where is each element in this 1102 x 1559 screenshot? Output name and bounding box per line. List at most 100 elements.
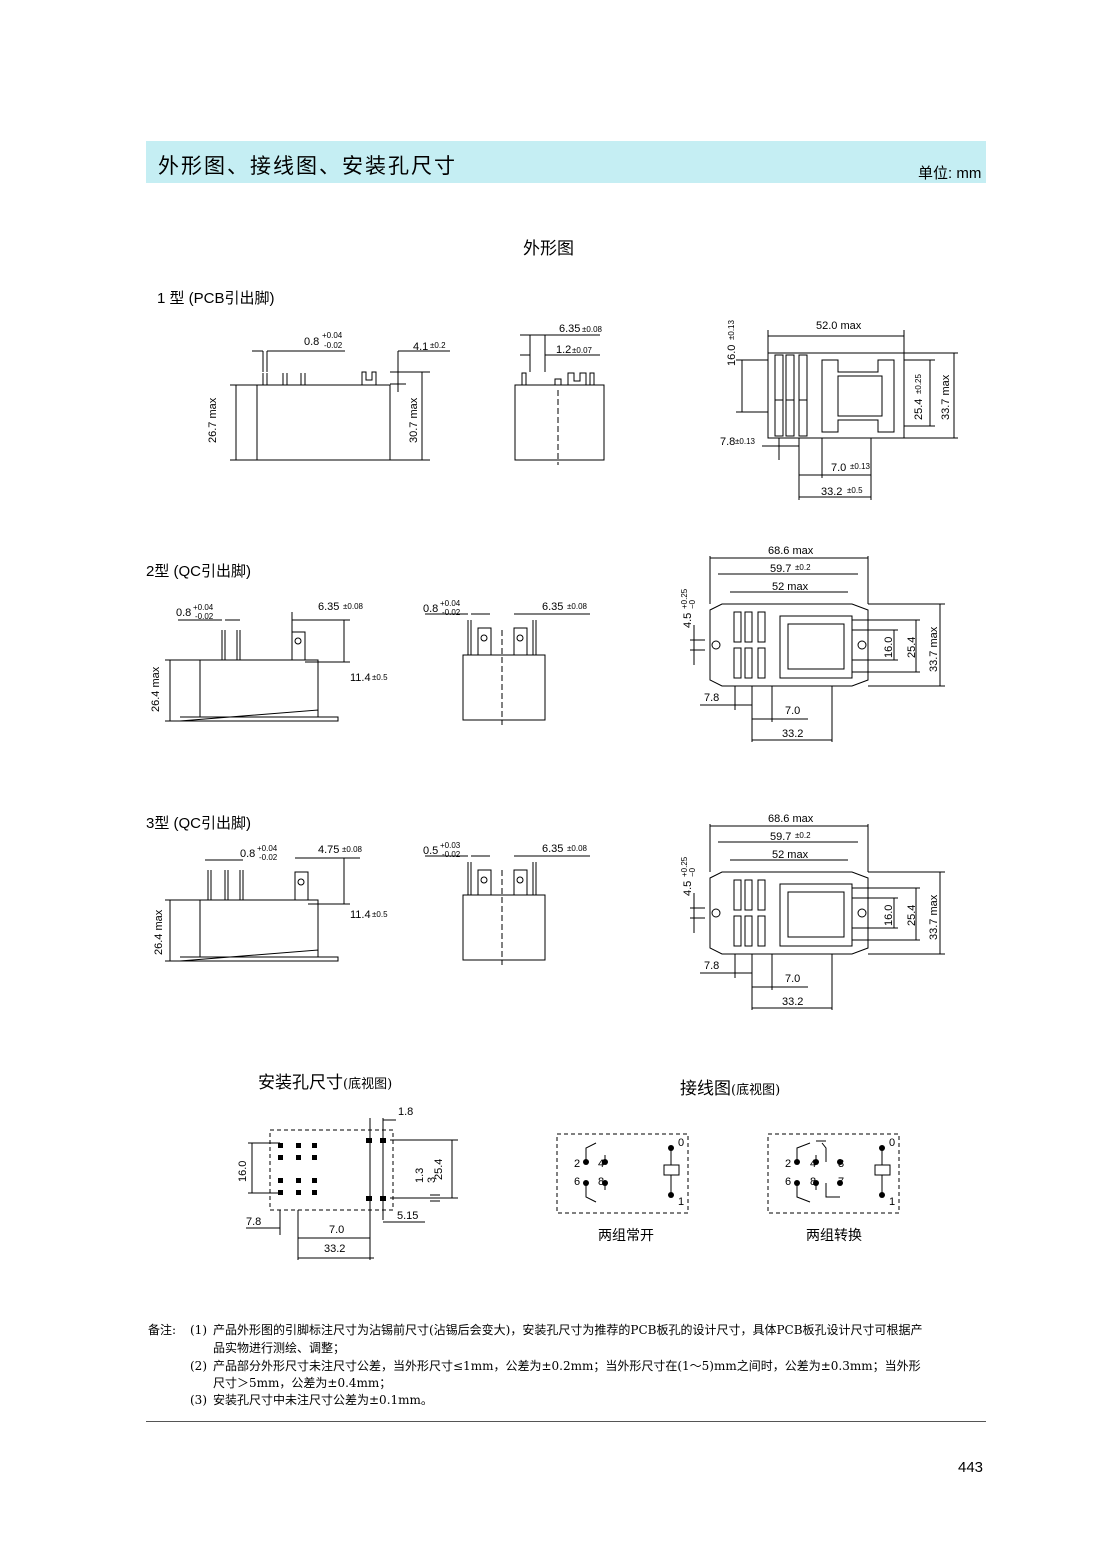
note-2-num: (2) — [190, 1359, 207, 1373]
t3-d114-tol: ±0.5 — [372, 910, 388, 919]
w1-pin4: 4 — [598, 1158, 605, 1170]
t2-d160: 16.0 — [883, 636, 895, 658]
m-d18: 1.8 — [398, 1106, 414, 1118]
t2-d45-tol-minus: −0 — [688, 599, 697, 609]
wiring-caption-no: 两组常开 — [598, 1228, 654, 1244]
t2-d635-tol: ±0.08 — [343, 602, 363, 611]
m-d3: 3 — [426, 1176, 438, 1183]
t2-front-tol-plus: +0.04 — [440, 599, 461, 608]
t3-w52: 52 max — [772, 849, 809, 861]
m-d78: 7.8 — [246, 1216, 262, 1228]
t3-d254: 25.4 — [906, 904, 918, 926]
footer-rule — [146, 1421, 986, 1422]
w2-pin3: 3 — [838, 1158, 845, 1170]
t1-pinw: 0.8 — [304, 336, 320, 348]
mounting-title: 安装孔尺寸(底视图) — [258, 1073, 393, 1092]
w2-pin1: 1 — [889, 1196, 896, 1208]
note-3-num: (3) — [190, 1393, 207, 1407]
t1-pin-tol-minus: -0.02 — [324, 341, 343, 350]
note-1-line2: 品实物进行测绘、调整； — [213, 1341, 346, 1355]
t3-d597-tol: ±0.2 — [795, 831, 811, 840]
t3-front-tol-plus: +0.03 — [440, 841, 461, 850]
t3-h337: 33.7 max — [928, 894, 940, 940]
t1-h337: 33.7 max — [940, 374, 952, 420]
w1-pin1: 1 — [678, 1196, 685, 1208]
t3-h264: 26.4 max — [153, 909, 165, 955]
t1-pin-tol-plus: +0.04 — [322, 331, 343, 340]
type2-label: 2型 (QC引出脚) — [146, 563, 252, 580]
w1-pin2: 2 — [574, 1158, 581, 1170]
t2-d597: 59.7 — [770, 563, 792, 575]
t1-side-body — [256, 384, 391, 461]
note-3-line1: 安装孔尺寸中未注尺寸公差为±0.1mm。 — [213, 1393, 433, 1407]
t3-d160: 16.0 — [883, 904, 895, 926]
page-title: 外形图、接线图、安装孔尺寸 — [158, 155, 457, 178]
t1-d635: 6.35 — [559, 323, 581, 335]
t1-d41-tol: ±0.2 — [430, 341, 446, 350]
t2-pin-tol-plus: +0.04 — [193, 603, 214, 612]
note-1-num: (1) — [190, 1323, 207, 1337]
t1-d70-tol: ±0.13 — [850, 462, 870, 471]
t2-d254: 25.4 — [906, 636, 918, 658]
m-d13: 1.3 — [414, 1167, 426, 1183]
t3-d70: 7.0 — [785, 973, 801, 985]
t1-d332-tol: ±0.5 — [847, 486, 863, 495]
w1-pin0: 0 — [678, 1137, 685, 1149]
t3-pin-tol-minus: -0.02 — [259, 853, 278, 862]
t1-d41: 4.1 — [413, 341, 429, 353]
t1-d254: 25.4 — [913, 398, 925, 420]
t3-front-d635-tol: ±0.08 — [567, 844, 587, 853]
t1-h267: 26.7 max — [207, 397, 219, 443]
t3-d114: 11.4 — [350, 909, 371, 921]
t1-h307: 30.7 max — [408, 397, 420, 443]
type3-label: 3型 (QC引出脚) — [146, 815, 252, 832]
t2-d114-tol: ±0.5 — [372, 673, 388, 682]
m-d70: 7.0 — [329, 1224, 345, 1236]
t3-d597: 59.7 — [770, 831, 792, 843]
t2-d332: 33.2 — [782, 728, 804, 740]
t3-d475-tol: ±0.08 — [342, 845, 362, 854]
w2-pin0: 0 — [889, 1137, 896, 1149]
note-1-line1: 产品外形图的引脚标注尺寸为沾锡前尺寸(沾锡后会变大)，安装孔尺寸为推荐的PCB板… — [213, 1323, 923, 1337]
t2-front-tol-minus: -0.02 — [442, 608, 461, 617]
t2-h264: 26.4 max — [150, 666, 162, 712]
t1-d160-tol: ±0.13 — [727, 320, 736, 340]
page-number: 443 — [958, 1459, 984, 1476]
w2-pin7: 7 — [838, 1176, 845, 1188]
t2-d70: 7.0 — [785, 705, 801, 717]
wiring-caption-co: 两组转换 — [806, 1228, 862, 1244]
t2-d635: 6.35 — [318, 601, 340, 613]
t2-front-pinw: 0.8 — [423, 603, 439, 615]
t3-d332: 33.2 — [782, 996, 804, 1008]
t2-front-d635-tol: ±0.08 — [567, 602, 587, 611]
t3-w686: 68.6 max — [768, 813, 814, 825]
w2-pin2: 2 — [785, 1158, 792, 1170]
t1-d78-tol: ±0.13 — [735, 437, 755, 446]
t3-front-tol-minus: -0.02 — [442, 850, 461, 859]
note-2-line2: 尺寸＞5mm，公差为±0.4mm； — [213, 1376, 392, 1390]
t1-d332: 33.2 — [821, 486, 843, 498]
unit-label: 单位: mm — [918, 165, 982, 182]
header-bar — [146, 141, 986, 183]
t3-front-pinw: 0.5 — [423, 845, 439, 857]
t2-d114: 11.4 — [350, 672, 371, 684]
t2-front-d635: 6.35 — [542, 601, 564, 613]
w2-pin8: 8 — [810, 1176, 817, 1188]
t2-d45: 4.5 — [682, 612, 694, 628]
t2-pin-tol-minus: -0.02 — [195, 612, 214, 621]
t1-d78: 7.8 — [720, 436, 736, 448]
t3-d45-tol-minus: −0 — [688, 867, 697, 877]
notes-label: 备注: — [148, 1323, 177, 1337]
t1-d254-tol: ±0.25 — [914, 374, 923, 394]
w2-pin6: 6 — [785, 1176, 792, 1188]
t1-d12: 1.2 — [556, 344, 572, 356]
m-d515: 5.15 — [397, 1210, 419, 1222]
t3-pinw: 0.8 — [240, 848, 256, 860]
type1-label: 1 型 (PCB引出脚) — [157, 290, 275, 307]
t1-d635-tol: ±0.08 — [582, 325, 602, 334]
t3-d475: 4.75 — [318, 844, 340, 856]
t2-w686: 68.6 max — [768, 545, 814, 557]
t1-w520: 52.0 max — [816, 320, 862, 332]
t2-w52: 52 max — [772, 581, 809, 593]
